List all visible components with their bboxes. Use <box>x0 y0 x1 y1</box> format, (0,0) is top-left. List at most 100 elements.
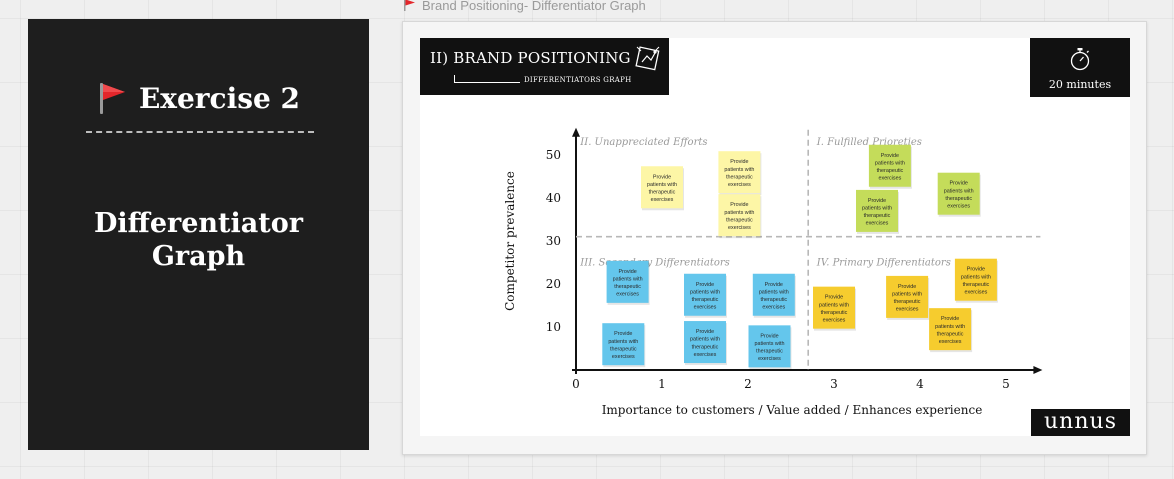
sticky-note-line: Provide <box>765 282 783 288</box>
brand-positioning-icon <box>635 46 660 71</box>
sticky-note-line: exercises <box>879 176 902 182</box>
sticky-note-line: exercises <box>866 221 889 227</box>
unnus-logo: unnus <box>1031 409 1130 436</box>
sticky-note-body <box>684 321 726 364</box>
sticky-note-line: patients with <box>690 337 720 343</box>
exercise-title: Exercise 2 <box>28 81 369 115</box>
sticky-note-line: patients with <box>944 188 974 194</box>
sticky-note-line: therapeutic <box>610 346 637 352</box>
sticky-note-line: therapeutic <box>614 284 641 290</box>
sticky-note-line: Provide <box>760 333 778 339</box>
y-tick-label: 30 <box>546 234 561 248</box>
sticky-note-line: Provide <box>881 153 899 159</box>
sticky-note-line: exercises <box>896 307 919 313</box>
sticky-note-line: patients with <box>724 210 754 216</box>
sticky-note-line: Provide <box>614 331 632 337</box>
y-axis-title: Competitor prevalence <box>503 171 517 311</box>
sticky-note-body <box>954 258 997 301</box>
sticky-note-body <box>641 166 683 209</box>
sticky-note-line: patients with <box>608 339 638 345</box>
dashed-divider <box>86 131 314 133</box>
header-title: II) BRAND POSITIONING <box>430 49 631 67</box>
sticky-note-line: Provide <box>696 282 714 288</box>
sticky-note-line: patients with <box>935 324 965 330</box>
slide[interactable]: II) BRAND POSITIONING DIFFERENTIATORS GR… <box>420 38 1130 436</box>
sticky-note-line: exercises <box>823 317 846 323</box>
sticky-note-line: patients with <box>862 206 892 212</box>
sticky-note-body <box>937 172 980 215</box>
x-tick-label: 5 <box>1002 377 1010 391</box>
sticky-note-line: exercises <box>616 292 639 298</box>
sticky-note-body <box>602 323 645 366</box>
quadrant-label: IV. Primary Differentiators <box>816 258 951 269</box>
sticky-note-line: therapeutic <box>945 196 972 202</box>
x-axis-title: Importance to customers / Value added / … <box>602 403 983 417</box>
sticky-note-line: therapeutic <box>864 213 891 219</box>
sticky-note-line: exercises <box>728 182 751 188</box>
quadrant-label: I. Fulfilled Prioreties <box>816 137 922 148</box>
exercise-card[interactable]: Exercise 2 Differentiator Graph <box>28 19 369 450</box>
sticky-note-line: Provide <box>950 181 968 187</box>
sticky-note-line: exercises <box>939 339 962 345</box>
sticky-note-line: Provide <box>653 174 671 180</box>
sticky-note-line: therapeutic <box>760 297 787 303</box>
sticky-note-body <box>813 286 855 329</box>
frame-label-text: Brand Positioning- Differentiator Graph <box>422 0 646 13</box>
quadrant-label: II. Unappreciated Efforts <box>579 137 707 148</box>
header-badge: II) BRAND POSITIONING DIFFERENTIATORS GR… <box>420 38 669 95</box>
stopwatch-icon <box>1070 48 1090 71</box>
sticky-note-line: patients with <box>690 289 720 295</box>
sticky-note-line: exercises <box>694 352 717 358</box>
card-subtitle: Differentiator Graph <box>28 207 369 273</box>
sticky-note-line: therapeutic <box>821 310 848 316</box>
sticky-note-body <box>684 273 726 316</box>
red-flag-icon <box>404 0 415 11</box>
red-flag-icon <box>99 83 125 114</box>
sticky-note-line: Provide <box>967 267 985 273</box>
timer-badge: 20 minutes <box>1030 38 1130 97</box>
x-tick-label: 2 <box>744 377 752 391</box>
sticky-note-line: patients with <box>613 276 643 282</box>
sticky-note-line: exercises <box>947 204 970 210</box>
sticky-note-line: patients with <box>755 341 785 347</box>
frame-label[interactable]: Brand Positioning- Differentiator Graph <box>403 0 646 14</box>
sticky-note-body <box>748 325 791 368</box>
exercise-title-text: Exercise 2 <box>138 81 301 115</box>
sticky-note-line: Provide <box>730 159 748 165</box>
sticky-note-line: therapeutic <box>692 297 719 303</box>
x-tick-label: 0 <box>572 377 580 391</box>
sticky-note-body <box>606 260 649 303</box>
sticky-note-line: patients with <box>819 302 849 308</box>
